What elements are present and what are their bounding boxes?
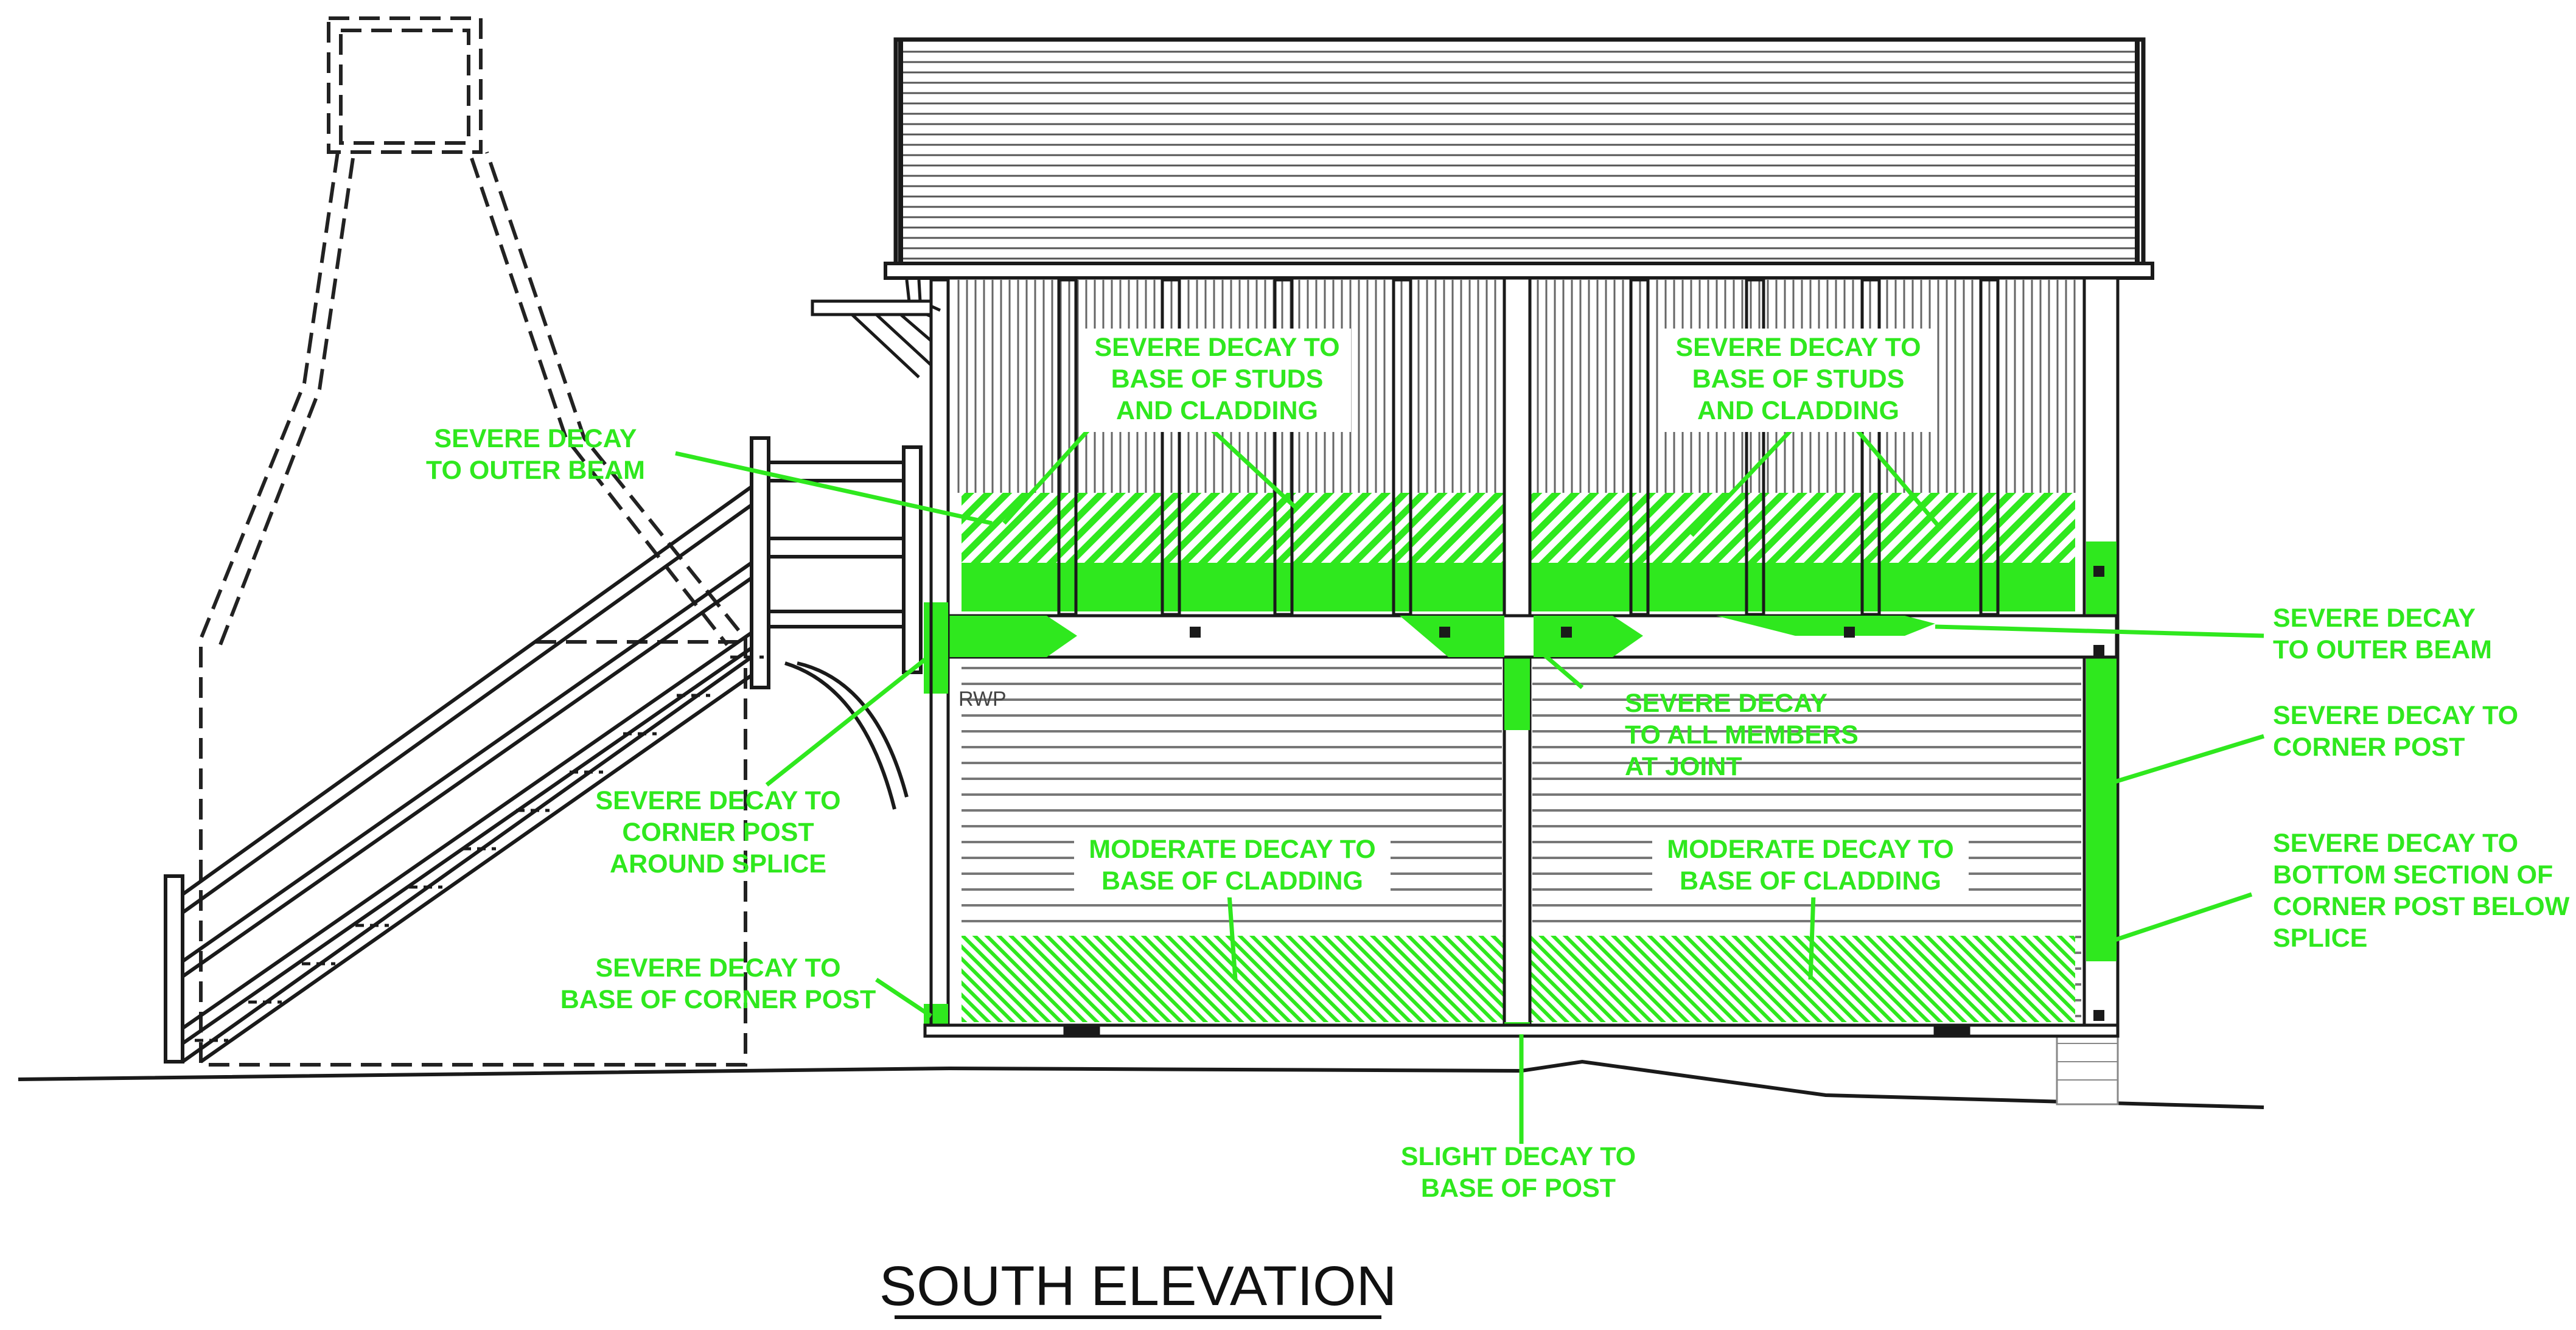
annotation-line: MODERATE DECAY TO — [1089, 835, 1376, 864]
annotation-line: BASE OF CORNER POST — [560, 985, 876, 1014]
annotation-studs-right: SEVERE DECAY TO BASE OF STUDS AND CLADDI… — [1664, 329, 1932, 432]
annotation-line: SEVERE DECAY — [1625, 689, 1827, 718]
annotation-bottom-corner-post: SEVERE DECAY TO BOTTOM SECTION OF CORNER… — [2273, 829, 2570, 953]
annotation-line: SEVERE DECAY TO — [1675, 333, 1921, 362]
annotation-line: AND CLADDING — [1116, 396, 1318, 425]
annotation-line: BASE OF POST — [1421, 1174, 1616, 1203]
landing-handrail — [750, 436, 923, 810]
annotation-all-members: SEVERE DECAY TO ALL MEMBERS AT JOINT — [1625, 689, 1859, 781]
annotation-line: SEVERE DECAY TO — [2273, 829, 2518, 858]
annotation-line: CORNER POST BELOW — [2273, 892, 2570, 921]
annotation-line: BASE OF CLADDING — [1680, 866, 1941, 896]
annotation-line: SEVERE DECAY — [2273, 604, 2476, 633]
annotation-line: MODERATE DECAY TO — [1667, 835, 1954, 864]
annotation-line: SEVERE DECAY TO — [2273, 701, 2518, 730]
outer-beam — [946, 566, 2118, 1021]
annotation-line: TO OUTER BEAM — [2273, 635, 2492, 664]
leader-lines — [675, 427, 2265, 1144]
door-canopy — [811, 299, 933, 378]
annotation-line: TO ALL MEMBERS — [1625, 720, 1859, 750]
annotation-corner-post-splice: SEVERE DECAY TO CORNER POST AROUND SPLIC… — [595, 786, 840, 879]
rwp-label: RWP — [958, 688, 1007, 711]
annotation-line: BASE OF STUDS — [1111, 364, 1324, 394]
annotation-line: CORNER POST — [2273, 733, 2465, 762]
annotation-outer-beam-left: SEVERE DECAY TO OUTER BEAM — [426, 424, 645, 485]
annotation-line: SPLICE — [2273, 924, 2367, 953]
annotation-line: CORNER POST — [622, 818, 814, 847]
annotation-studs-left: SEVERE DECAY TO BASE OF STUDS AND CLADDI… — [1083, 329, 1351, 432]
annotation-outer-beam-right: SEVERE DECAY TO OUTER BEAM — [2273, 604, 2492, 664]
page-title: SOUTH ELEVATION — [879, 1255, 1397, 1317]
ground-line — [18, 1059, 2264, 1109]
roof — [884, 37, 2154, 280]
left-corner-post — [924, 278, 950, 1031]
annotation-cladding-left: MODERATE DECAY TO BASE OF CLADDING — [1074, 830, 1391, 897]
annotation-line: AT JOINT — [1625, 752, 1742, 781]
drawing-title: SOUTH ELEVATION — [879, 1255, 1397, 1319]
annotation-line: SEVERE DECAY TO — [595, 786, 840, 815]
annotation-line: BASE OF STUDS — [1692, 364, 1905, 394]
annotation-base-post: SLIGHT DECAY TO BASE OF POST — [1401, 1142, 1636, 1203]
annotation-line: SEVERE DECAY TO — [1094, 333, 1339, 362]
annotation-line: SEVERE DECAY TO — [595, 953, 840, 983]
annotation-line: TO OUTER BEAM — [426, 456, 645, 485]
annotation-line: SEVERE DECAY — [435, 424, 637, 453]
base-sill — [923, 1023, 2120, 1038]
annotation-line: SLIGHT DECAY TO — [1401, 1142, 1636, 1171]
annotation-base-corner-post: SEVERE DECAY TO BASE OF CORNER POST — [560, 953, 876, 1014]
annotation-line: BASE OF CLADDING — [1101, 866, 1363, 896]
annotation-line: AROUND SPLICE — [610, 849, 826, 879]
staircase — [164, 485, 764, 1064]
annotation-line: AND CLADDING — [1697, 396, 1899, 425]
annotation-line: BOTTOM SECTION OF — [2273, 860, 2553, 890]
annotation-cladding-right: MODERATE DECAY TO BASE OF CLADDING — [1652, 830, 1969, 897]
annotation-corner-post-right: SEVERE DECAY TO CORNER POST — [2273, 701, 2518, 762]
